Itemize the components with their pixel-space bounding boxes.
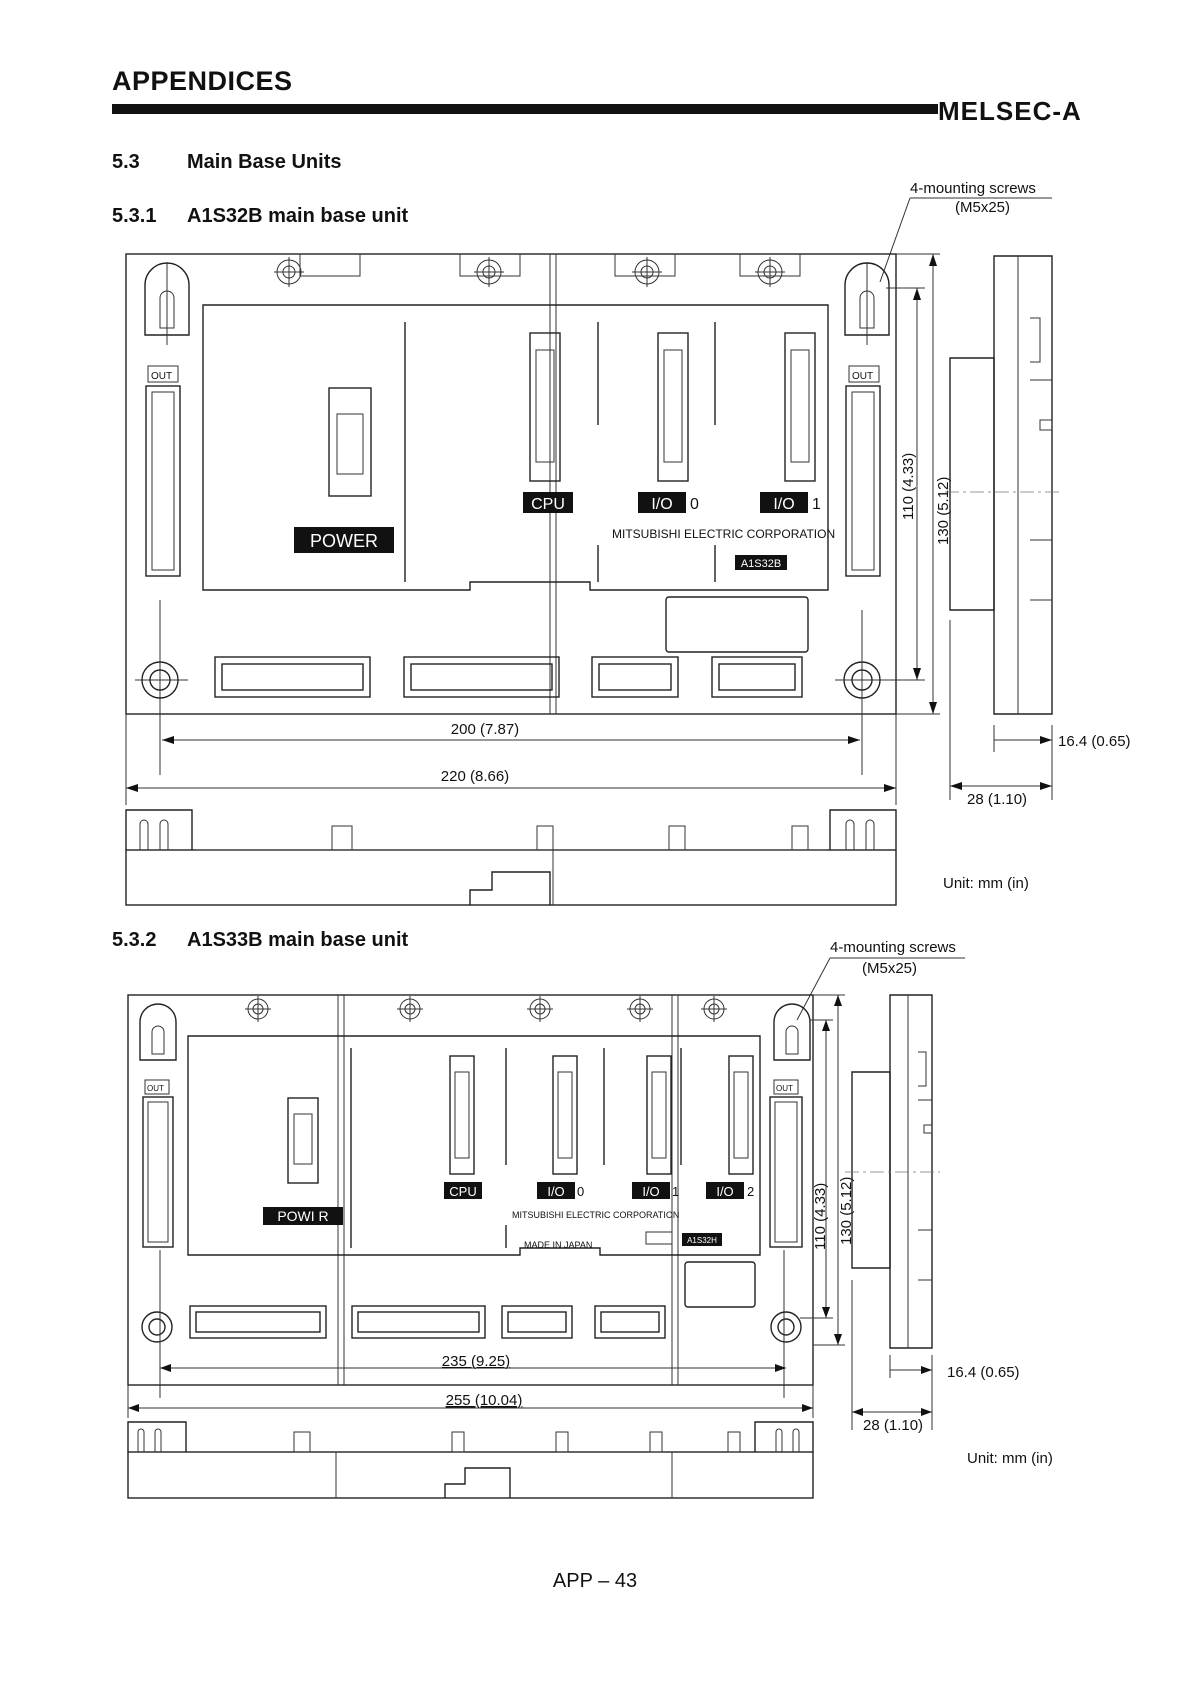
header-rule (112, 104, 938, 114)
figure-1-title: A1S32B main base unit (187, 205, 409, 227)
figure-2-maker-label: MITSUBISHI ELECTRIC CORPORATION (512, 1210, 679, 1220)
section-heading: 5.3 Main Base Units (112, 151, 341, 174)
figure-2-dim-side-large: 28 (1.10) (863, 1417, 923, 1434)
figure-1-out-connector-left: OUT (145, 365, 181, 577)
figure-2-base-outline (127, 994, 814, 1386)
figure-2-dim-side-small: 16.4 (0.65) (947, 1364, 1020, 1381)
figure-1-out-connector-right: OUT (845, 365, 881, 577)
figure-2-cpu-slot: CPU (444, 1055, 482, 1199)
figure-2-io-slot-0: I/O 0 (537, 1055, 584, 1199)
figure-2-keyhole-right (773, 1003, 811, 1061)
figure-1-base-outline (125, 253, 897, 715)
figure-1-bottom-holes (141, 661, 881, 699)
figure-2-io1-number: 1 (672, 1184, 679, 1199)
figure-1-unit-note: Unit: mm (in) (943, 875, 1029, 892)
figure-2-rail-slots (189, 1305, 666, 1339)
figure-1-bottom-view (125, 809, 897, 906)
figure-2-made-in-label: MADE IN JAPAN (524, 1240, 592, 1250)
figure-2-dim-outer-width: 255 (10.04) (446, 1392, 523, 1409)
figure-1-maker-label: MITSUBISHI ELECTRIC CORPORATION (612, 527, 835, 541)
figure-1-dim-inner-width: 200 (7.87) (451, 721, 519, 738)
figure-1-drawing: 4-mounting screws (M5x25) OUT (125, 180, 1131, 906)
figure-2-out-connector-left: OUT (142, 1079, 174, 1248)
header-brand: MELSEC-A (938, 96, 1082, 126)
figure-2-dim-inner-width: 235 (9.25) (442, 1353, 510, 1370)
figure-2-cpu-label: CPU (449, 1184, 476, 1199)
figure-1-screw-note-line2: (M5x25) (955, 199, 1010, 216)
figure-1-cover-block (665, 596, 809, 653)
figure-1-io1-label: I/O (773, 496, 794, 513)
figure-1-side-view (945, 255, 1062, 715)
figure-1-power-label: POWER (310, 531, 378, 551)
figure-2-io0-label: I/O (547, 1184, 564, 1199)
figure-1-cpu-label: CPU (531, 496, 565, 513)
section-number: 5.3 (112, 151, 140, 173)
figure-2-number: 5.3.2 (112, 929, 157, 951)
figure-1-model-label: A1S32B (741, 558, 781, 570)
figure-2-power-label: POWI R (277, 1208, 328, 1224)
figure-1-top-screws (274, 257, 785, 287)
figure-1-io-slot-1: I/O 1 (760, 332, 821, 513)
figure-1-power-connector (328, 387, 372, 497)
figure-2-io-slot-1: I/O 1 (632, 1055, 679, 1199)
figure-2-bottom-holes (141, 1311, 802, 1343)
figure-2-out-connector-right: OUT (769, 1079, 803, 1248)
figure-2-bottom-view (127, 1421, 814, 1499)
page-number: APP – 43 (552, 1570, 638, 1592)
section-title: Main Base Units (187, 151, 342, 173)
figure-2-model-label: A1S32H (687, 1236, 717, 1245)
figure-1-io0-label: I/O (651, 496, 672, 513)
figure-2-drawing: 4-mounting screws (M5x25) OUT OUT (127, 939, 1053, 1499)
figure-2-unit-note: Unit: mm (in) (967, 1450, 1053, 1467)
figure-1-io0-number: 0 (690, 496, 699, 513)
figure-2-side-view (845, 994, 940, 1349)
figure-1-keyhole-right (844, 262, 890, 345)
figure-1-dim-side-small: 16.4 (0.65) (1058, 733, 1131, 750)
figure-2-top-screws (245, 996, 727, 1022)
figure-2-io2-number: 2 (747, 1184, 754, 1199)
figure-1-heading: 5.3.1 A1S32B main base unit (112, 205, 408, 228)
figure-2-module-area (187, 1035, 761, 1256)
figure-1-module-area (202, 304, 829, 591)
figure-2-dim-outer-height: 130 (5.12) (838, 1177, 855, 1245)
figure-2-screw-note-line1: 4-mounting screws (830, 939, 956, 956)
figure-1-dim-outer-width: 220 (8.66) (441, 768, 509, 785)
figure-2-title: A1S33B main base unit (187, 929, 409, 951)
figure-2-screw-note-line2: (M5x25) (862, 960, 917, 977)
figure-2-heading: 5.3.2 A1S33B main base unit (112, 929, 408, 952)
figure-2-io2-label: I/O (716, 1184, 733, 1199)
figure-2-io-slot-2: I/O 2 (706, 1055, 754, 1199)
figure-1-io1-number: 1 (812, 496, 821, 513)
figure-1-screw-leader (879, 197, 911, 283)
figure-1-out-label-left: OUT (151, 371, 172, 382)
figure-1-keyhole-left (144, 262, 190, 345)
figure-2-out-label-right: OUT (776, 1084, 793, 1093)
figure-2-screw-leader (796, 957, 831, 1021)
figure-1-dim-inner-height: 110 (4.33) (900, 453, 917, 520)
figure-2-keyhole-left (139, 1003, 177, 1061)
figure-1-dim-side-large: 28 (1.10) (967, 791, 1027, 808)
figure-1-cpu-slot: CPU (523, 332, 573, 513)
figure-1-io-slot-0: I/O 0 (638, 332, 699, 513)
header-title: APPENDICES (112, 66, 293, 96)
figure-2-io1-label: I/O (642, 1184, 659, 1199)
figure-2-io0-number: 0 (577, 1184, 584, 1199)
figure-1-number: 5.3.1 (112, 205, 157, 227)
figure-2-cover-block (684, 1261, 756, 1308)
figure-1-screw-note-line1: 4-mounting screws (910, 180, 1036, 197)
figure-1-out-label-right: OUT (852, 371, 873, 382)
figure-2-power-connector (287, 1097, 319, 1184)
figure-1-dim-outer-height: 130 (5.12) (935, 477, 952, 545)
figure-2-dim-inner-height: 110 (4.33) (812, 1183, 829, 1250)
figure-2-out-label-left: OUT (147, 1084, 164, 1093)
figure-1-rail-slots (214, 656, 803, 698)
